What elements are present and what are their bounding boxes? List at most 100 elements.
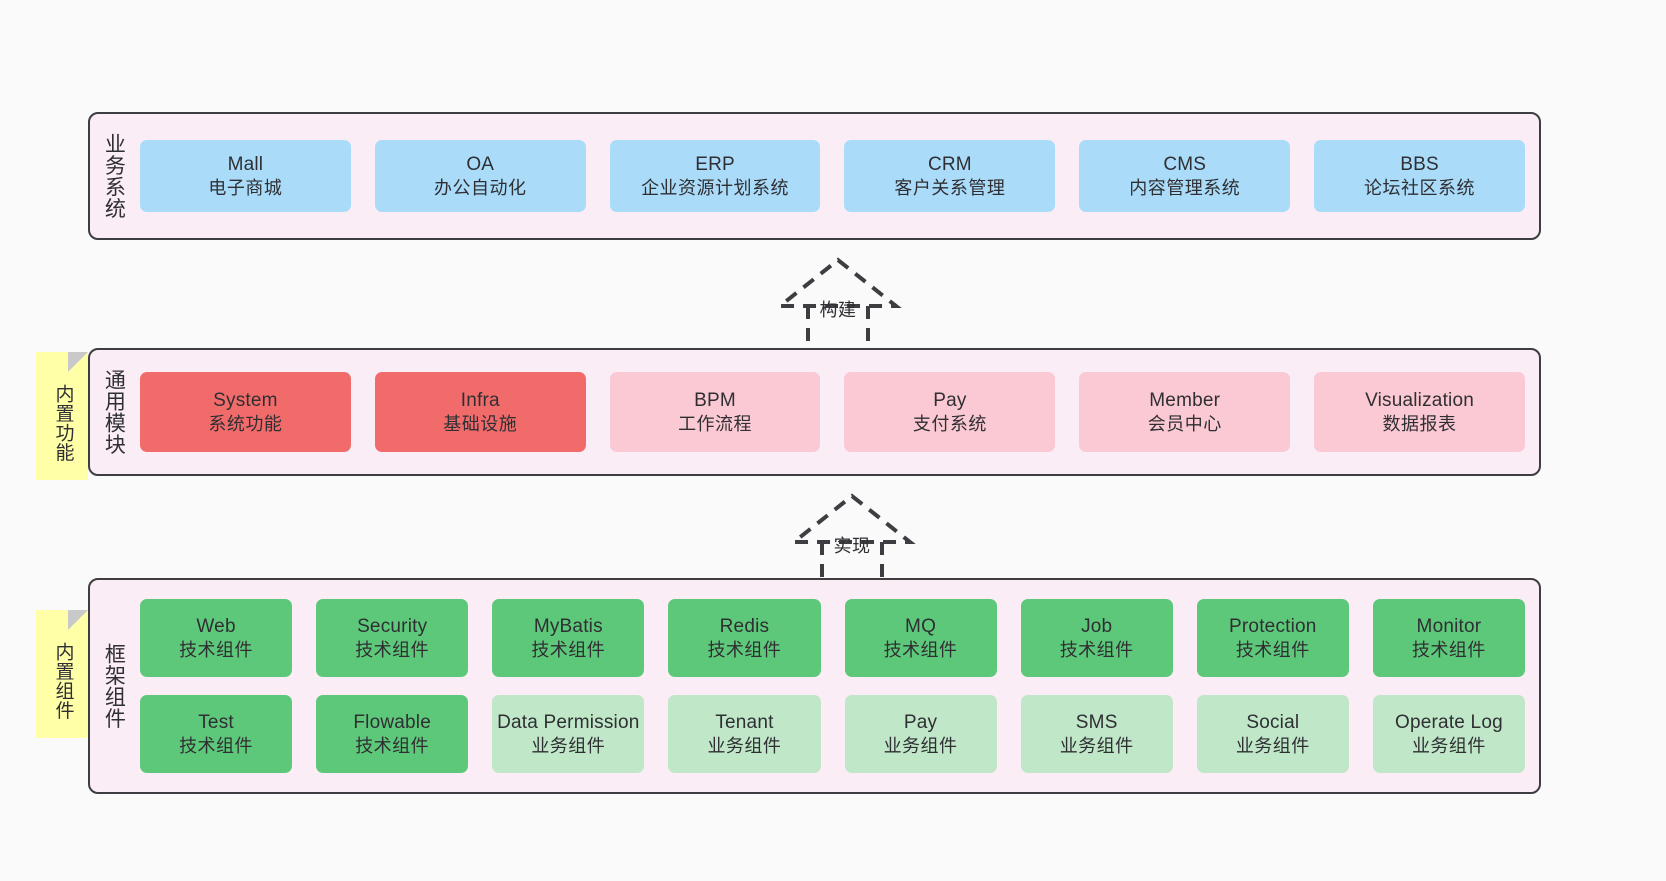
card-title: BPM [694,389,736,411]
connector-label: 构建 [819,300,857,320]
card-cms[interactable]: CMS 内容管理系统 [1079,140,1291,212]
card-title: Monitor [1416,615,1482,637]
card-subtitle: 技术组件 [1411,639,1486,660]
card-subtitle: 工作流程 [678,413,753,434]
layer-business-systems: 业务系统 Mall 电子商城 OA 办公自动化 ERP 企业资源计划系统 CRM… [88,112,1541,240]
layer-title-business-systems: 业务系统 [102,133,126,219]
card-operate-log[interactable]: Operate Log 业务组件 [1372,695,1525,773]
card-row: System 系统功能 Infra 基础设施 BPM 工作流程 Pay 支付系统… [140,372,1525,452]
card-subtitle: 技术组件 [355,735,430,756]
card-subtitle: 论坛社区系统 [1364,177,1476,198]
card-bpm[interactable]: BPM 工作流程 [609,372,821,452]
card-title: CRM [927,153,972,175]
card-title: MQ [905,615,937,637]
card-crm[interactable]: CRM 客户关系管理 [844,140,1056,212]
card-subtitle: 系统功能 [208,413,283,434]
card-subtitle: 业务组件 [1235,735,1310,756]
card-subtitle: 技术组件 [883,639,958,660]
card-title: Operate Log [1395,711,1503,733]
card-subtitle: 基础设施 [443,413,518,434]
card-subtitle: 技术组件 [1235,639,1310,660]
card-mall[interactable]: Mall 电子商城 [140,140,351,212]
card-subtitle: 办公自动化 [433,177,527,198]
card-subtitle: 技术组件 [707,639,782,660]
card-monitor[interactable]: Monitor 技术组件 [1372,599,1525,677]
card-title: Data Permission [497,711,640,733]
card-subtitle: 技术组件 [179,735,254,756]
card-mybatis[interactable]: MyBatis 技术组件 [492,599,645,677]
card-web[interactable]: Web 技术组件 [140,599,293,677]
card-subtitle: 业务组件 [707,735,782,756]
card-subtitle: 支付系统 [912,413,987,434]
card-subtitle: 电子商城 [208,177,283,198]
card-subtitle: 技术组件 [179,639,254,660]
card-title: ERP [695,153,735,175]
card-row: Web 技术组件 Security 技术组件 MyBatis 技术组件 Redi… [140,599,1525,677]
connector-build: 构建 [748,252,928,352]
card-subtitle: 会员中心 [1147,413,1222,434]
card-mq[interactable]: MQ 技术组件 [844,599,997,677]
card-bbs[interactable]: BBS 论坛社区系统 [1314,140,1525,212]
card-subtitle: 业务组件 [1411,735,1486,756]
card-title: Protection [1229,615,1317,637]
sticky-note-label: 内置功能 [52,384,74,462]
layer-body-framework-components: Web 技术组件 Security 技术组件 MyBatis 技术组件 Redi… [136,580,1539,792]
layer-framework-components: 框架组件 Web 技术组件 Security 技术组件 MyBatis 技术组件… [88,578,1541,794]
card-sms[interactable]: SMS 业务组件 [1020,695,1173,773]
connector-label: 实现 [833,536,871,556]
card-test[interactable]: Test 技术组件 [140,695,293,773]
card-system[interactable]: System 系统功能 [140,372,351,452]
card-row: Test 技术组件 Flowable 技术组件 Data Permission … [140,695,1525,773]
card-title: Tenant [715,711,774,733]
card-title: Redis [719,615,770,637]
card-title: Pay [903,711,938,733]
card-social[interactable]: Social 业务组件 [1196,695,1349,773]
card-redis[interactable]: Redis 技术组件 [668,599,821,677]
card-subtitle: 业务组件 [531,735,606,756]
layer-title-common-modules: 通用模块 [102,369,126,455]
card-subtitle: 技术组件 [355,639,430,660]
card-title: Mall [227,153,264,175]
card-title: Job [1081,615,1113,637]
card-title: Member [1149,389,1221,411]
card-protection[interactable]: Protection 技术组件 [1196,599,1349,677]
card-member[interactable]: Member 会员中心 [1079,372,1291,452]
card-title: Infra [460,389,500,411]
card-subtitle: 业务组件 [1059,735,1134,756]
connector-implement: 实现 [762,488,942,588]
card-flowable[interactable]: Flowable 技术组件 [316,695,469,773]
layer-title-framework-components: 框架组件 [102,643,126,729]
card-subtitle: 内容管理系统 [1129,177,1241,198]
card-infra[interactable]: Infra 基础设施 [374,372,586,452]
card-pay-business[interactable]: Pay 业务组件 [844,695,997,773]
card-pay[interactable]: Pay 支付系统 [844,372,1056,452]
card-subtitle: 数据报表 [1382,413,1457,434]
card-subtitle: 客户关系管理 [894,177,1006,198]
card-row: Mall 电子商城 OA 办公自动化 ERP 企业资源计划系统 CRM 客户关系… [140,140,1525,212]
card-visualization[interactable]: Visualization 数据报表 [1314,372,1525,452]
card-title: Security [357,615,428,637]
card-title: Social [1246,711,1300,733]
card-subtitle: 业务组件 [883,735,958,756]
card-subtitle: 企业资源计划系统 [641,177,790,198]
card-title: OA [466,153,495,175]
card-title: Flowable [353,711,431,733]
card-data-permission[interactable]: Data Permission 业务组件 [492,695,645,773]
layer-body-business-systems: Mall 电子商城 OA 办公自动化 ERP 企业资源计划系统 CRM 客户关系… [136,114,1539,238]
card-title: System [213,389,278,411]
card-title: Visualization [1365,389,1475,411]
card-oa[interactable]: OA 办公自动化 [374,140,586,212]
sticky-note-builtin-components: 内置组件 [36,610,88,738]
layer-body-common-modules: System 系统功能 Infra 基础设施 BPM 工作流程 Pay 支付系统… [136,350,1539,474]
sticky-note-builtin-features: 内置功能 [36,352,88,480]
layer-common-modules: 通用模块 System 系统功能 Infra 基础设施 BPM 工作流程 Pay… [88,348,1541,476]
card-tenant[interactable]: Tenant 业务组件 [668,695,821,773]
card-security[interactable]: Security 技术组件 [316,599,469,677]
card-title: CMS [1163,153,1207,175]
card-erp[interactable]: ERP 企业资源计划系统 [609,140,821,212]
card-job[interactable]: Job 技术组件 [1020,599,1173,677]
card-subtitle: 技术组件 [531,639,606,660]
card-title: Pay [933,389,967,411]
card-title: SMS [1075,711,1118,733]
